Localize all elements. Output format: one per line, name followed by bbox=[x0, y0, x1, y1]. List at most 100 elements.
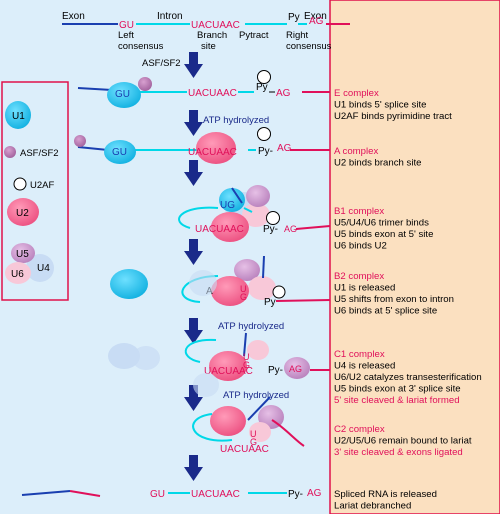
arrow-4 bbox=[184, 239, 203, 265]
gu-text: GU bbox=[115, 89, 130, 100]
g-text: G bbox=[240, 292, 247, 302]
branch-seq-text: UACUAAC bbox=[188, 88, 237, 99]
py-text: Py bbox=[264, 297, 276, 308]
u5-shape bbox=[234, 259, 260, 281]
step-result: 3' site cleaved & exons ligated bbox=[334, 447, 463, 458]
g-text: G bbox=[250, 437, 257, 447]
u1-shape bbox=[104, 140, 136, 164]
step-title: B1 complex bbox=[334, 206, 384, 217]
right-consensus-1: Right bbox=[286, 30, 309, 41]
step-result: 5' site cleaved & lariat formed bbox=[334, 395, 460, 406]
released-particle bbox=[189, 270, 217, 296]
step-title: E complex bbox=[334, 88, 379, 99]
legend-u2-shape bbox=[7, 198, 39, 226]
u1-shape bbox=[219, 188, 245, 212]
step-line: U5/U4/U6 trimer binds bbox=[334, 218, 429, 229]
description-panel bbox=[329, 0, 500, 514]
step-line: U6 binds at 5' splice site bbox=[334, 306, 437, 317]
legend-u2af: U2AF bbox=[30, 180, 54, 191]
g-text: G bbox=[243, 360, 250, 370]
legend-u5-shape bbox=[11, 243, 35, 263]
legend-asf-shape bbox=[4, 146, 16, 158]
legend-u1-shape bbox=[5, 101, 31, 129]
arrow-1 bbox=[184, 52, 203, 78]
u2-shape bbox=[210, 406, 246, 436]
arrow-7 bbox=[184, 455, 203, 481]
asf-shape bbox=[138, 77, 152, 91]
u-text: U bbox=[240, 284, 247, 294]
asf-sf2-label: ASF/SF2 bbox=[142, 58, 181, 69]
legend-u2af-shape bbox=[13, 177, 27, 191]
spliced-rna-drawing: GU UACUAAC Py- AG bbox=[21, 488, 322, 500]
u2af-shape bbox=[257, 70, 271, 84]
py-dash-text: Py- bbox=[258, 146, 273, 157]
left-consensus-2: consensus bbox=[118, 41, 164, 52]
step-line: U2/U5/U6 remain bound to lariat bbox=[334, 436, 472, 447]
branch-seq-text: UACUAAC bbox=[191, 20, 240, 31]
branch-2: site bbox=[201, 41, 216, 52]
b1-complex-drawing: UG UACUAAC Py- AG bbox=[178, 185, 331, 242]
u2-shape bbox=[211, 276, 249, 306]
step-title: C1 complex bbox=[334, 349, 385, 360]
py-dash-text: Py- bbox=[263, 224, 278, 235]
ag-text: AG bbox=[276, 88, 291, 99]
c1-complex-drawing: U G UACUAAC Py- AG bbox=[108, 332, 330, 381]
branch-seq-text: UACUAAC bbox=[220, 444, 269, 455]
py-text: Py bbox=[256, 82, 268, 93]
atp-label-2: ATP hydrolyzed bbox=[218, 321, 284, 332]
branch-seq-text: UACUAAC bbox=[204, 366, 253, 377]
legend: U1 ASF/SF2 U2AF U2 U5 U4 U6 bbox=[4, 101, 59, 284]
u-text: U bbox=[250, 429, 257, 439]
arrow-5 bbox=[184, 318, 203, 344]
e-complex-drawing: GU UACUAAC Py AG bbox=[77, 70, 330, 108]
ag-text: AG bbox=[309, 16, 324, 27]
asf-shape bbox=[74, 135, 86, 147]
step-line: U2AF binds pyrimidine tract bbox=[334, 111, 452, 122]
step-line: Lariat debranched bbox=[334, 501, 411, 512]
ug-text: UG bbox=[220, 200, 235, 211]
exon-right-label: Exon bbox=[304, 11, 327, 22]
ag-text: AG bbox=[284, 224, 297, 234]
legend-asf: ASF/SF2 bbox=[20, 148, 59, 159]
u2af-shape bbox=[257, 127, 271, 141]
legend-u1: U1 bbox=[12, 111, 25, 122]
left-consensus-1: Left bbox=[118, 30, 134, 41]
step-line: U1 is released bbox=[334, 283, 395, 294]
exon-left-label: Exon bbox=[62, 11, 85, 22]
branch-seq-text: UACUAAC bbox=[188, 147, 237, 158]
step-title: A complex bbox=[334, 146, 378, 157]
released-particle bbox=[193, 373, 219, 397]
step-line: U5 binds exon at 5' site bbox=[334, 229, 433, 240]
legend-u5: U5 bbox=[16, 249, 29, 260]
u1-shape bbox=[107, 82, 141, 108]
u2-shape bbox=[209, 351, 247, 381]
ag-text: AG bbox=[307, 488, 322, 499]
c2-complex-drawing: U G UACUAAC bbox=[192, 396, 305, 455]
py-text: Py bbox=[288, 12, 300, 23]
legend-box bbox=[1, 81, 69, 301]
legend-u6-shape bbox=[5, 262, 31, 284]
intron-label: Intron bbox=[157, 11, 183, 22]
step-title: B2 complex bbox=[334, 271, 384, 282]
u2-shape bbox=[211, 212, 249, 242]
gu-text: GU bbox=[119, 20, 134, 31]
main-panel bbox=[0, 0, 330, 514]
legend-u4-shape bbox=[26, 254, 54, 282]
a-complex-drawing: GU UACUAAC Py- AG bbox=[74, 127, 330, 164]
ag-text: AG bbox=[289, 364, 302, 374]
legend-u6: U6 bbox=[11, 269, 24, 280]
branch-1: Branch bbox=[197, 30, 227, 41]
branch-seq-text: UACUAAC bbox=[195, 224, 244, 235]
legend-u2: U2 bbox=[16, 208, 29, 219]
step-line: U6 binds U2 bbox=[334, 241, 387, 252]
u5-shape bbox=[246, 185, 270, 207]
u5-shape bbox=[284, 357, 310, 379]
step-line: U1 binds 5' splice site bbox=[334, 100, 427, 111]
py-dash-text: Py- bbox=[288, 489, 303, 500]
arrow-2 bbox=[184, 110, 203, 136]
released-particle bbox=[132, 346, 160, 370]
u-text: U bbox=[243, 352, 250, 362]
pre-mrna-row: Exon Intron Exon GU UACUAAC Py AG Left c… bbox=[62, 11, 350, 52]
